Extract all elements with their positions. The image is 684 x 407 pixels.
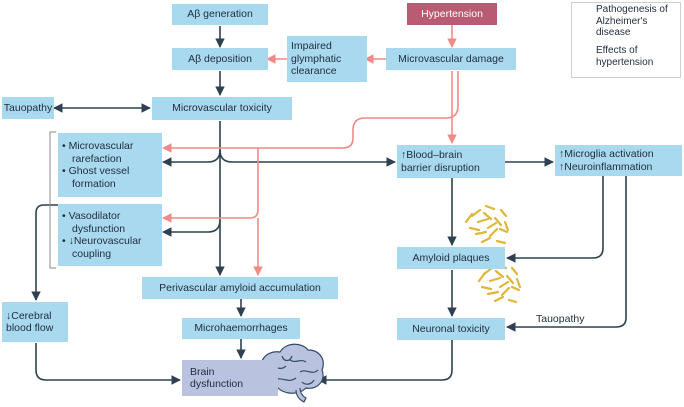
node-bbb-disruption: ↑Blood–brain barrier disruption — [397, 145, 505, 178]
node-brain-dysfunction-label: Brain dysfunction — [190, 365, 244, 391]
node-hypertension-label: Hypertension — [421, 7, 483, 20]
node-rarefaction-group: • Microvascular rarefaction • Ghost vess… — [58, 133, 162, 197]
legend-hypertension-label: Effects of hypertension — [596, 45, 654, 68]
arrow-neuronal-to-brain — [317, 340, 453, 385]
arrow-damage-to-rarefaction — [162, 71, 459, 153]
amyloid-plaque-cluster-top — [464, 204, 510, 245]
node-ab-deposition-label: Aβ deposition — [188, 52, 252, 65]
rarefaction-line-2: rarefaction — [72, 152, 122, 165]
vasodilator-line-1: • Vasodilator — [62, 210, 121, 222]
neurovascular-line-1: • ↓Neurovascular — [62, 235, 142, 247]
ghost-vessel-line-1: • Ghost vessel — [62, 165, 130, 177]
node-amyloid-plaques: Amyloid plaques — [397, 247, 505, 269]
node-amyloid-plaques-label: Amyloid plaques — [412, 251, 490, 264]
arrow-group-to-cbf — [31, 204, 58, 301]
node-ab-generation: Aβ generation — [172, 4, 268, 25]
microglia-line-1: ↑Microglia activation — [559, 148, 654, 160]
node-ab-generation-label: Aβ generation — [187, 8, 253, 21]
node-impaired-glymphatic: Impaired glymphatic clearance — [287, 36, 367, 82]
label-tauopathy-right: Tauopathy — [536, 313, 585, 325]
bbb-line-2: barrier disruption — [401, 161, 480, 174]
legend: Pathogenesis of Alzheimer's disease Effe… — [571, 2, 681, 78]
node-tauopathy-left: Tauopathy — [2, 97, 54, 119]
node-impaired-glymphatic-label: Impaired glymphatic clearance — [291, 40, 342, 78]
node-perivascular: Perivascular amyloid accumulation — [142, 277, 338, 299]
node-cerebral-blood-flow-label: ↓Cerebral blood flow — [6, 309, 54, 335]
arrow-microglia-to-plaques — [506, 176, 604, 263]
rarefaction-line-1: • Microvascular — [62, 140, 134, 152]
node-vasodilator-group: • Vasodilator dysfunction • ↓Neurovascul… — [58, 204, 162, 266]
node-perivascular-label: Perivascular amyloid accumulation — [159, 281, 321, 294]
node-microglia: ↑Microglia activation ↑Neuroinflammation — [555, 145, 682, 176]
arrow-neuroinflammation-to-neuronal — [506, 176, 627, 332]
vasodilator-line-2: dysfunction — [72, 222, 126, 235]
node-tauopathy-left-label: Tauopathy — [3, 101, 53, 114]
microglia-line-2: ↑Neuroinflammation — [559, 160, 653, 173]
node-neuronal-toxicity-label: Neuronal toxicity — [412, 322, 490, 335]
node-cerebral-blood-flow: ↓Cerebral blood flow — [2, 302, 68, 342]
arrow-cbf-to-brain — [35, 343, 181, 385]
node-microvascular-toxicity: Microvascular toxicity — [152, 97, 292, 120]
arrow-trunk-to-vasodilator — [162, 219, 221, 237]
node-hypertension: Hypertension — [407, 3, 497, 25]
ghost-vessel-line-2: formation — [72, 177, 116, 190]
node-microhaemorrhages-label: Microhaemorrhages — [194, 322, 288, 335]
node-ab-deposition: Aβ deposition — [172, 48, 268, 70]
left-group-bracket — [49, 131, 56, 269]
amyloid-plaque-cluster-bottom — [477, 263, 522, 304]
neurovascular-line-2: coupling — [72, 247, 112, 260]
node-microvascular-damage-label: Microvascular damage — [398, 52, 504, 65]
legend-pathogenesis-label: Pathogenesis of Alzheimer's disease — [596, 4, 668, 38]
arrow-toxicity-to-rarefaction — [162, 149, 221, 167]
arrow-toxicity-to-bbb — [219, 149, 396, 167]
node-microvascular-damage: Microvascular damage — [386, 48, 516, 70]
node-brain-dysfunction: Brain dysfunction — [182, 360, 278, 396]
node-neuronal-toxicity: Neuronal toxicity — [397, 318, 505, 340]
bbb-line-1: ↑Blood–brain — [401, 149, 463, 161]
arrow-to-vasodilator — [162, 147, 259, 223]
node-microvascular-toxicity-label: Microvascular toxicity — [172, 102, 272, 115]
node-microhaemorrhages: Microhaemorrhages — [182, 318, 300, 339]
